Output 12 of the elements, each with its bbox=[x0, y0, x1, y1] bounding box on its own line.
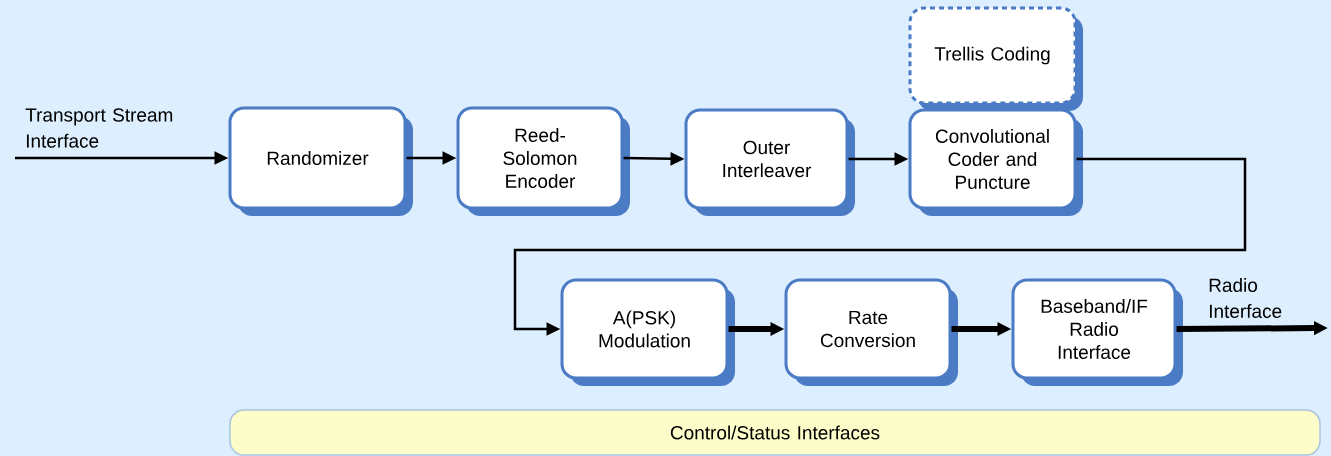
process-box: A(PSK) Modulation bbox=[560, 278, 735, 386]
edge-label: Transport Stream Interface bbox=[25, 108, 173, 148]
edge-label: Radio Interface bbox=[1209, 278, 1282, 318]
optional-process-box: Trellis Coding bbox=[908, 6, 1083, 111]
process-box: Convolutional Coder and Puncture bbox=[908, 108, 1083, 216]
process-box: Randomizer bbox=[228, 106, 413, 216]
process-box: Outer Interleaver bbox=[684, 108, 855, 216]
process-box: Baseband/IF Radio Interface bbox=[1011, 278, 1183, 386]
process-box: Rate Conversion bbox=[784, 278, 958, 386]
arrow bbox=[513, 157, 1247, 336]
process-box: Reed-Solomon Encoder bbox=[456, 106, 630, 216]
status-band: Control/Status Interfaces bbox=[229, 409, 1321, 456]
